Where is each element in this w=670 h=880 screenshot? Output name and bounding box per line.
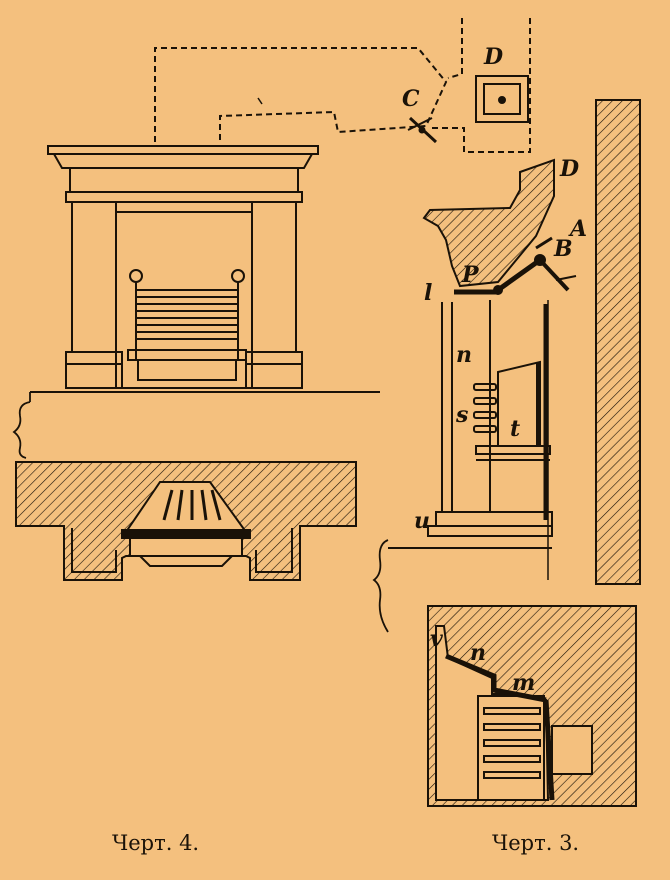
fig4-pilaster-right (245, 201, 303, 389)
fig4-caption: Черт. 4. (112, 831, 199, 855)
fig4-elevation (12, 18, 531, 459)
fig3-label-a: A (568, 216, 587, 242)
fig3-label-p: P (461, 262, 480, 288)
fig4-pilaster-left (65, 201, 123, 389)
fig4-label-c: C (402, 86, 420, 112)
fig3-label-s: s (455, 402, 468, 428)
fig3-label-t: t (510, 416, 520, 442)
fig3-label-u: u (414, 508, 430, 534)
fig3-label-m: m (512, 670, 535, 696)
fig3-plan-grate (477, 695, 545, 801)
fig4-label-d: D (483, 44, 503, 70)
fig4-chimney-d (475, 75, 529, 123)
fig3-label-n: n (456, 342, 472, 368)
fig3-caption: Черт. 3. (492, 831, 579, 855)
fig3-grate-bars (473, 383, 497, 433)
fig3-label-d: D (559, 156, 579, 182)
fig3-section (372, 99, 641, 633)
fig4-flue-dashed-path (154, 47, 448, 142)
fig4-mantel-shelf (47, 145, 319, 203)
fig4-plan (15, 461, 357, 581)
fig3-back-wall (595, 99, 641, 585)
fig3-plan (427, 605, 637, 807)
fig3-label-l: l (424, 280, 432, 306)
fig4-plan-grate-bars (162, 489, 222, 521)
fig3-label-n-plan: n (470, 640, 486, 666)
fig3-fire-basket (475, 360, 551, 461)
fig3-front-jamb (388, 300, 553, 580)
fig3-label-b: B (553, 236, 573, 262)
fig4-grate (127, 269, 247, 381)
fig3-chimney-breast (422, 158, 555, 288)
fig3-label-v: v (430, 626, 443, 652)
fig4-flue-dashed-right (432, 18, 531, 153)
fig4-damper-c (407, 116, 438, 144)
